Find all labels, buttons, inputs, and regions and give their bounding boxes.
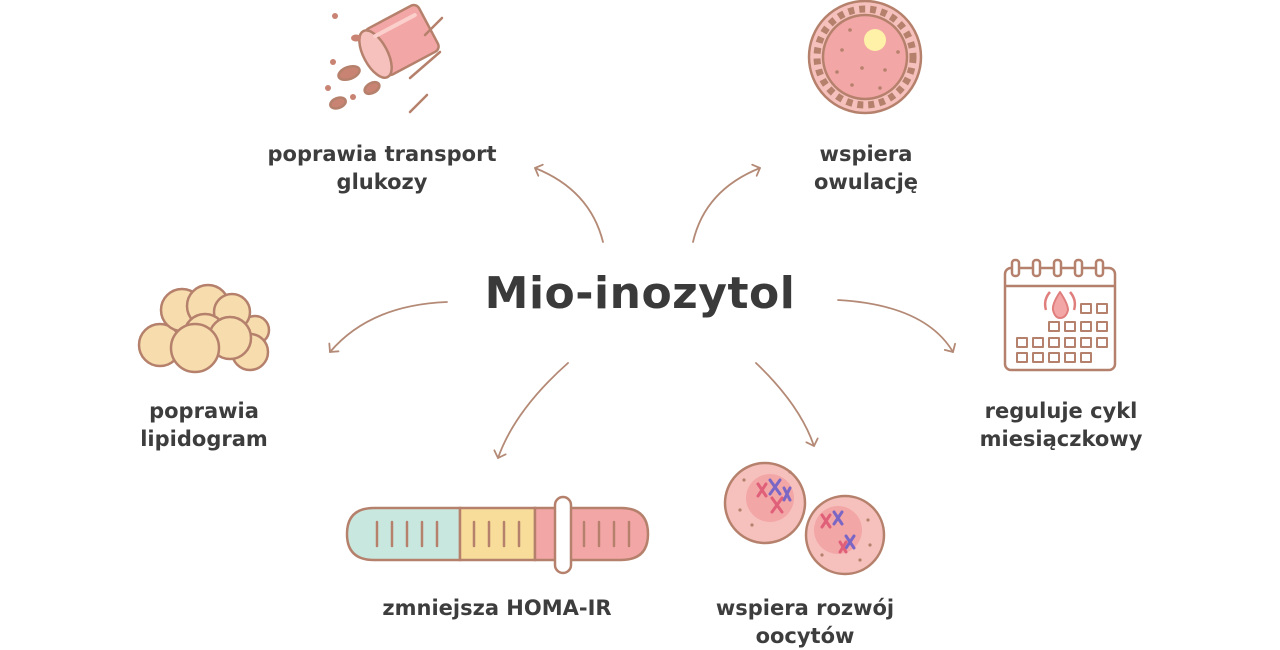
label-cycle-line2: miesiączkowy (979, 427, 1143, 451)
cells-icon (723, 461, 886, 576)
label-ovulation: wspiera owulację (814, 140, 918, 196)
label-homa: zmniejsza HOMA-IR (382, 594, 611, 622)
fat-cells-icon (137, 283, 271, 374)
label-lipids-line1: poprawia (149, 399, 259, 423)
glucose-transport-icon (325, 3, 444, 114)
label-homa-line1: zmniejsza HOMA-IR (382, 596, 612, 620)
label-lipids: poprawia lipidogram (140, 397, 268, 453)
label-ovulation-line1: wspiera (819, 142, 913, 166)
label-lipids-line2: lipidogram (140, 427, 268, 451)
arrow-to-lipids (328, 301, 448, 353)
label-oocytes-line2: oocytów (755, 624, 855, 648)
arrow-to-oocytes (755, 362, 819, 447)
label-oocytes: wspiera rozwój oocytów (716, 594, 894, 650)
center-title: Mio-inozytol (484, 268, 796, 319)
label-cycle-line1: reguluje cykl (984, 399, 1138, 423)
scale-bar-icon (345, 495, 650, 575)
oocyte-icon (807, 0, 923, 115)
arrow-to-homa (493, 362, 569, 459)
label-glucose-line1: poprawia transport (267, 142, 497, 166)
label-oocytes-line1: wspiera rozwój (715, 596, 895, 620)
arrow-to-glucose (534, 163, 604, 243)
arrow-to-ovulation (692, 163, 761, 243)
label-cycle: reguluje cykl miesiączkowy (980, 397, 1143, 453)
arrows (328, 163, 956, 459)
arrow-to-cycle (837, 299, 956, 353)
label-glucose-line2: glukozy (336, 170, 428, 194)
label-ovulation-line2: owulację (813, 170, 919, 194)
label-glucose: poprawia transport glukozy (268, 140, 497, 196)
calendar-icon (1003, 258, 1117, 372)
